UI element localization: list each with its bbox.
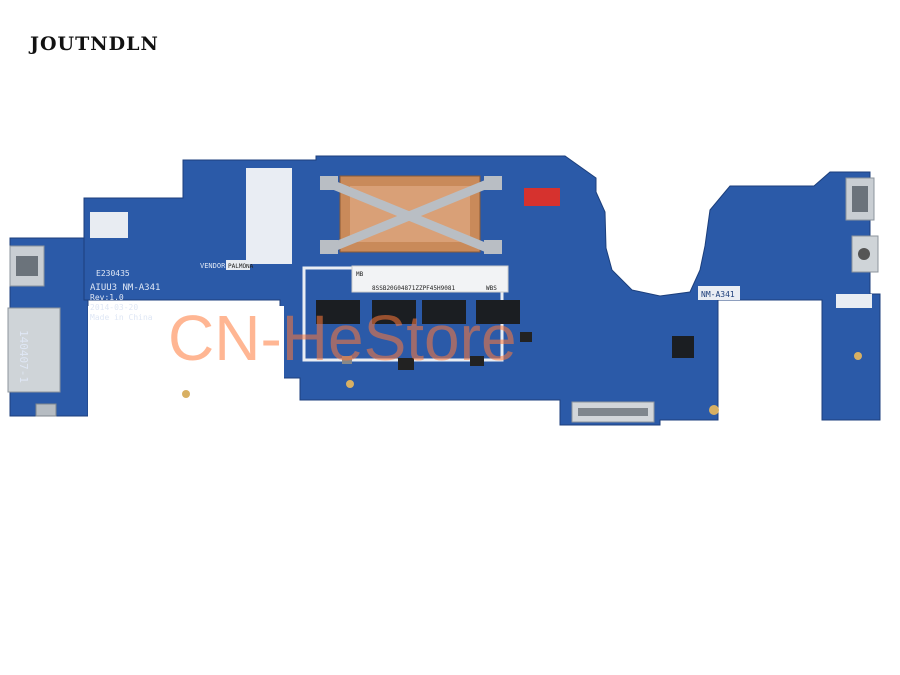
ram-sticker (351, 265, 509, 293)
board-id-text: AIUU3 NM-A341 (90, 283, 160, 293)
watermark-text: CN-HeStore (168, 302, 517, 374)
side-code-text: 140407-1 (17, 330, 30, 383)
store-brand-logo: JOUTNDLN (30, 33, 159, 55)
right-label-box (698, 286, 740, 300)
ram-chip-3 (422, 300, 466, 324)
white-sticker (246, 168, 292, 264)
mb-text: MB (356, 271, 364, 278)
usb-port (35, 403, 57, 417)
origin-text: Made in China (90, 313, 153, 322)
rev-text: Rev:1.0 (90, 293, 124, 302)
batch-text: E230435 (96, 269, 130, 278)
ram-suffix-text: WBS (486, 285, 497, 292)
board-cutout-left (88, 306, 284, 424)
right-label-text: NM-A341 (701, 290, 735, 299)
ram-chip-1 (316, 300, 360, 324)
ram-chip-4 (476, 300, 520, 324)
label-sticker (90, 212, 128, 238)
right-sticker (836, 294, 872, 308)
sd-card-slot (7, 307, 61, 393)
ram-chip-2 (372, 300, 416, 324)
heatsink-bracket (324, 177, 494, 255)
vendor-code-text: PALMONA (228, 263, 254, 270)
ic-chip (672, 336, 694, 358)
date-text: 2014-03-20 (90, 303, 138, 312)
red-component (524, 188, 560, 206)
vendor-text: VENDOR (200, 262, 226, 270)
ram-code-text: 8SSB20G04871ZZPF45H9081 (372, 285, 455, 292)
